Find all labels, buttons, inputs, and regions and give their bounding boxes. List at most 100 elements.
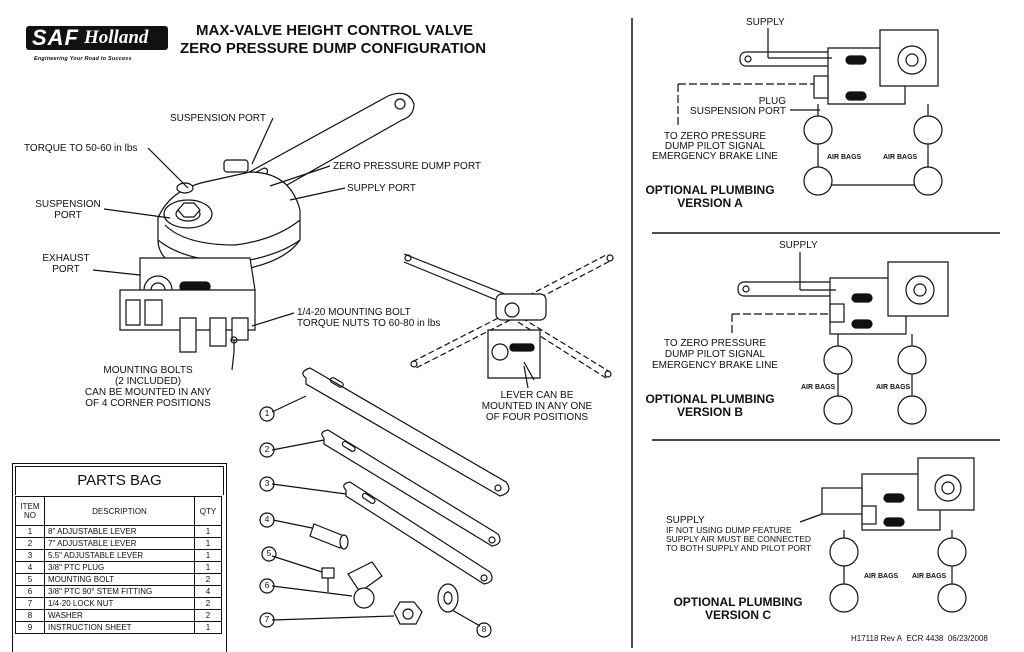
row-item-no: 7 (15, 597, 45, 610)
footer-rev: Rev A (880, 634, 903, 643)
row-item-no: 6 (15, 585, 45, 598)
version-c-note-3: TO BOTH SUPPLY AND PILOT PORT (666, 543, 812, 553)
document-title-line2: ZERO PRESSURE DUMP CONFIGURATION (180, 40, 487, 57)
version-b-drawing (731, 252, 949, 425)
row-description: 5.5" ADJUSTABLE LEVER (44, 549, 195, 562)
four-positions-drawing (403, 253, 614, 381)
row-description: 3/8" PTC 90° STEM FITTING (44, 585, 195, 598)
levers-drawing (271, 367, 510, 585)
version-c-note-1: IF NOT USING DUMP FEATURE (666, 525, 792, 535)
footer-doc-info: H17118 Rev A ECR 4438 06/23/2008 (851, 633, 988, 644)
footer-ecr: ECR 4438 (906, 634, 944, 643)
version-b-dump-2: DUMP PILOT SIGNAL (664, 349, 766, 360)
label-lever-1: LEVER CAN BE (500, 390, 574, 401)
row-description: MOUNTING BOLT (44, 573, 195, 586)
version-b-air-bags-left: AIR BAGS (801, 384, 836, 391)
row-item-no: 2 (15, 537, 45, 550)
row-item-no: 1 (15, 525, 45, 538)
label-lever-3: OF FOUR POSITIONS (485, 412, 589, 423)
row-qty: 2 (194, 573, 222, 586)
label-suspension-port-top: SUSPENSION PORT (170, 113, 266, 124)
callout-3: 3 (264, 478, 270, 488)
label-exhaust-port-2: PORT (52, 264, 80, 275)
row-qty: 1 (194, 549, 222, 562)
callout-2: 2 (264, 444, 270, 454)
callout-1: 1 (264, 408, 270, 418)
label-mounting-bolts-4: OF 4 CORNER POSITIONS (85, 398, 211, 409)
version-c-air-bags-left: AIR BAGS (864, 573, 899, 580)
row-qty: 2 (194, 597, 222, 610)
small-parts-drawing (271, 519, 481, 627)
version-a-dump-3: EMERGENCY BRAKE LINE (652, 151, 778, 162)
logo-background (26, 26, 168, 50)
version-a-air-bags-right: AIR BAGS (883, 154, 918, 161)
version-a-suspension-port-label: SUSPENSION PORT (690, 106, 786, 117)
version-c-title-1: OPTIONAL PLUMBING (673, 595, 803, 609)
label-supply-port: SUPPLY PORT (347, 183, 416, 194)
parts-bag-title: PARTS BAG (15, 466, 224, 495)
version-c-note-2: SUPPLY AIR MUST BE CONNECTED (666, 534, 812, 544)
version-c-supply-label: SUPPLY (666, 515, 705, 526)
row-qty: 2 (194, 609, 222, 622)
footer-doc-no: H17118 (851, 634, 879, 643)
label-exhaust-port-1: EXHAUST (42, 253, 90, 264)
row-description: WASHER (44, 609, 195, 622)
row-item-no: 8 (15, 609, 45, 622)
label-mounting-bolt-1: 1/4-20 MOUNTING BOLT (297, 307, 411, 318)
label-torque: TORQUE TO 50-60 in lbs (24, 143, 138, 154)
logo-holland-text: Holland (84, 27, 149, 48)
version-a-supply-label: SUPPLY (746, 17, 785, 28)
version-c-title-2: VERSION C (704, 608, 771, 622)
callout-7: 7 (264, 614, 270, 624)
row-description: 8" ADJUSTABLE LEVER (44, 525, 195, 538)
label-suspension-port-left-2: PORT (54, 210, 82, 221)
row-qty: 1 (194, 537, 222, 550)
row-description: 1/4-20 LOCK NUT (44, 597, 195, 610)
version-b-dump-3: EMERGENCY BRAKE LINE (652, 360, 778, 371)
version-a-dump-1: TO ZERO PRESSURE (663, 131, 767, 142)
label-mounting-bolts-1: MOUNTING BOLTS (103, 365, 193, 376)
parts-table-header: ITEM NO DESCRIPTION QTY (15, 496, 222, 526)
row-qty: 1 (194, 561, 222, 574)
callout-4: 4 (264, 514, 270, 524)
header-qty: QTY (194, 496, 222, 526)
row-item-no: 5 (15, 573, 45, 586)
label-mounting-bolts-3: CAN BE MOUNTED IN ANY (84, 387, 212, 398)
version-b-title-1: OPTIONAL PLUMBING (645, 392, 775, 406)
version-a-title-2: VERSION A (677, 196, 743, 210)
logo-tagline: Engineering Your Road to Success (34, 56, 132, 62)
parts-bag-frame (12, 463, 227, 652)
version-b-dump-1: TO ZERO PRESSURE (663, 338, 767, 349)
callout-8: 8 (481, 624, 487, 634)
row-item-no: 9 (15, 621, 45, 634)
version-a-title-1: OPTIONAL PLUMBING (645, 183, 775, 197)
version-a-plug-label: PLUG (758, 96, 786, 107)
version-b-title-2: VERSION B (676, 405, 743, 419)
row-description: 3/8" PTC PLUG (44, 561, 195, 574)
version-b-air-bags-right: AIR BAGS (876, 384, 911, 391)
row-qty: 4 (194, 585, 222, 598)
logo-saf-text: SAF (32, 25, 79, 50)
row-item-no: 3 (15, 549, 45, 562)
row-qty: 1 (194, 525, 222, 538)
valve-assembly-drawing (119, 92, 415, 353)
header-item-no: ITEM NO (15, 496, 45, 526)
row-description: 7" ADJUSTABLE LEVER (44, 537, 195, 550)
header-description: DESCRIPTION (44, 496, 195, 526)
label-mounting-bolt-2: TORQUE NUTS TO 60-80 in lbs (297, 318, 441, 329)
version-a-dump-2: DUMP PILOT SIGNAL (664, 141, 766, 152)
callout-6: 6 (264, 580, 270, 590)
saf-holland-logo: SAF Holland (26, 26, 168, 52)
version-c-drawing (799, 457, 975, 613)
label-suspension-port-left-1: SUSPENSION (35, 199, 101, 210)
